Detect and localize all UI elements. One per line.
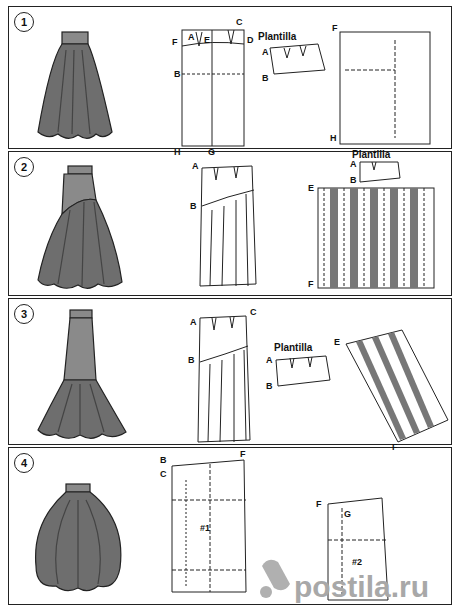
point-label: B [262,74,269,83]
point-label: C [250,308,257,317]
point-label: E [204,36,210,45]
point-label: A [190,318,197,327]
point-label: G [208,148,215,157]
point-label: C [236,18,243,27]
point-label: A [266,356,273,365]
callout-number: 3 [14,304,34,324]
pattern-panel: 3 [8,298,452,445]
point-label: Plantilla [274,343,312,353]
point-label: F [172,38,178,47]
point-label: F [316,500,322,509]
point-label: D [247,36,254,45]
point-label: H [174,148,181,157]
point-label: A [192,162,199,171]
watermark: postila.ru [294,572,429,602]
point-label: B [266,382,273,391]
point-label: E [308,184,314,193]
point-label: #2 [352,558,362,567]
callout-number: 4 [14,453,34,473]
point-label: F [308,280,314,289]
point-label: H [330,134,337,143]
point-label: Plantilla [258,32,296,42]
point-label: B [350,176,357,185]
point-label: B [188,356,195,365]
point-label: B [174,70,181,79]
point-label: #1 [200,524,210,533]
point-label: F [240,450,246,459]
pattern-panel: 1 [8,6,452,149]
point-label: B [160,456,167,465]
callout-number: 2 [14,157,34,177]
point-label: B [190,202,197,211]
point-label: Plantilla [352,150,390,160]
point-label: G [344,510,351,519]
point-label: A [350,160,357,169]
point-label: F [392,443,398,452]
point-label: A [262,48,269,57]
pattern-panel: 2 [8,151,452,296]
point-label: C [160,470,167,479]
point-label: E [334,338,340,347]
point-label: F [332,24,338,33]
point-label: A [188,33,195,42]
callout-number: 1 [14,12,34,32]
